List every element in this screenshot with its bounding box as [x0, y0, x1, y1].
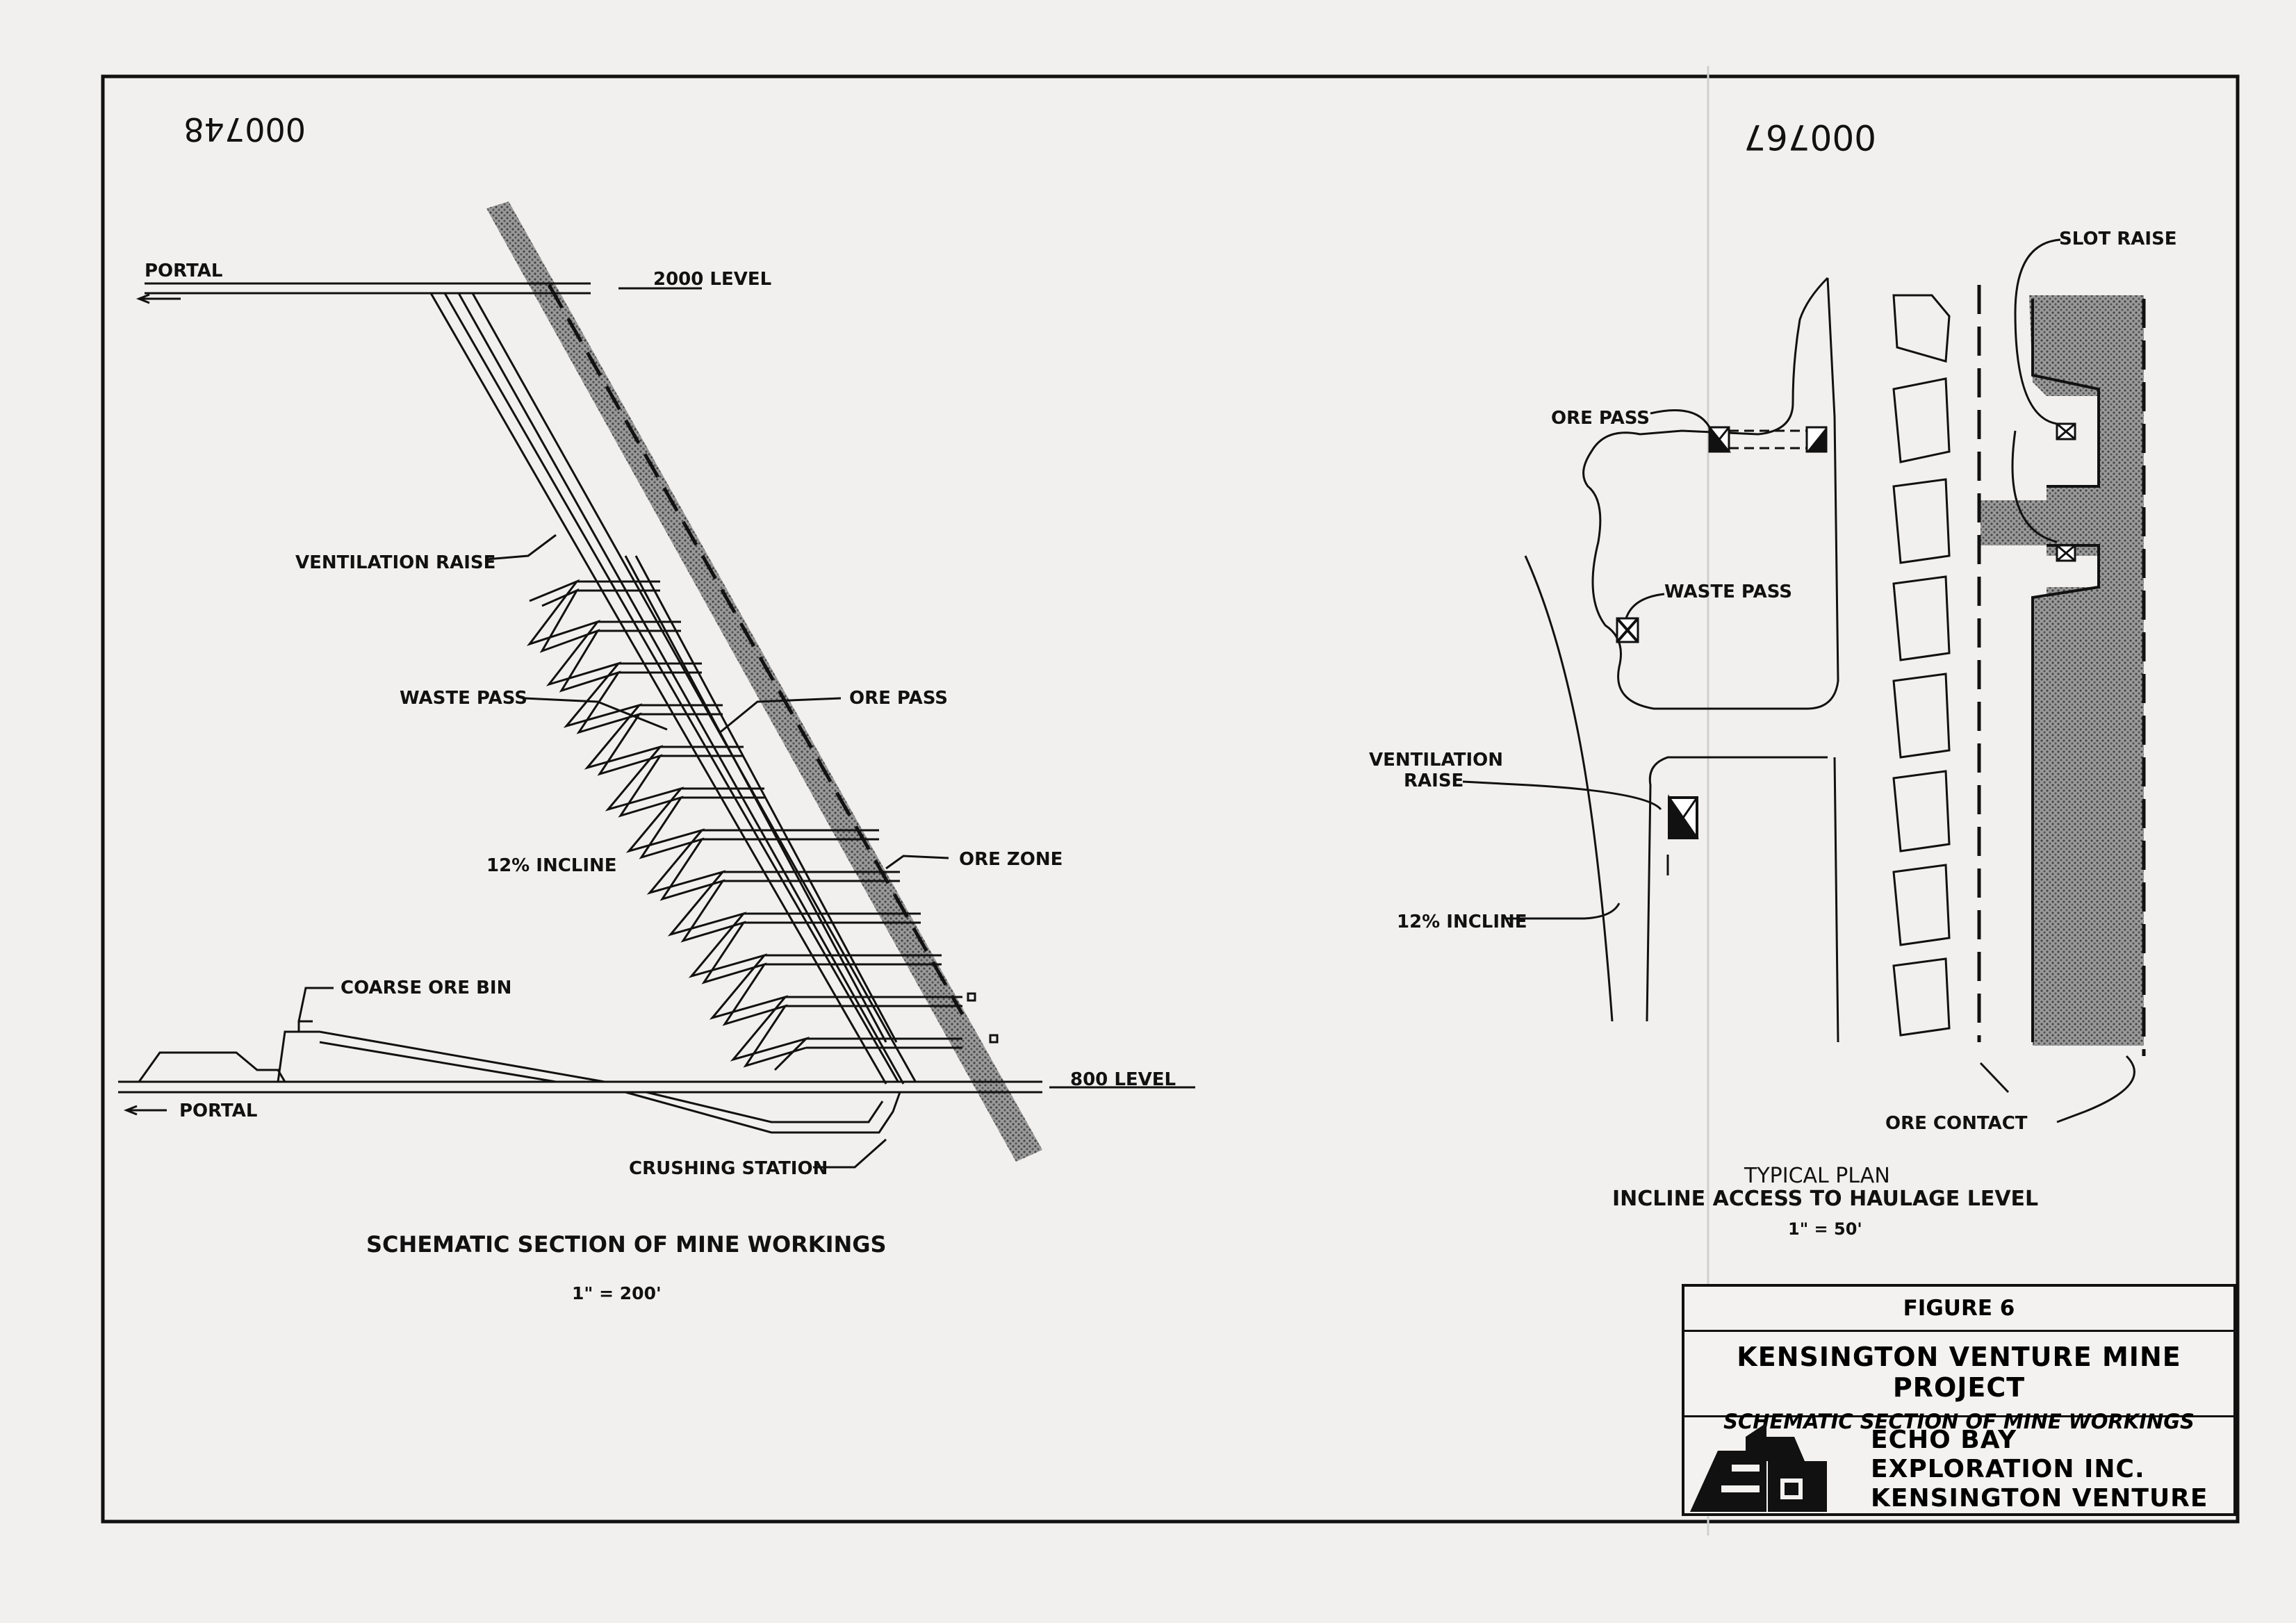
- ventilation-raise-symbol: [1668, 794, 1699, 839]
- label-ore-zone: ORE ZONE: [959, 849, 1063, 870]
- plan-title-line1: TYPICAL PLAN: [1744, 1164, 1890, 1188]
- mine-section-diagram: [118, 201, 1195, 1169]
- ore-zone-dashed-contact: [547, 283, 965, 1016]
- haulage-drift-outline: [1582, 277, 1839, 710]
- crushing-station: [625, 1091, 901, 1134]
- ore-body: [1981, 295, 2144, 1046]
- angled-stopes: [1892, 294, 1951, 1037]
- stamp-right: 000767: [1744, 117, 1876, 157]
- incline-zigzag-inner: [539, 588, 807, 1068]
- project-block: KENSINGTON VENTURE MINE PROJECT SCHEMATI…: [1684, 1332, 2233, 1433]
- ore-pass-symbol-right: [1805, 426, 1828, 453]
- plan-scale: 1" = 50': [1788, 1219, 1862, 1239]
- company-line-3: KENSINGTON VENTURE: [1871, 1484, 2208, 1513]
- incline-zigzag-outer: [526, 579, 810, 1071]
- ore-zone-band: [486, 201, 1042, 1162]
- coarse-ore-bin: [138, 1051, 286, 1082]
- label-plan-ventilation: VENTILATION: [1369, 750, 1503, 771]
- company-name: ECHO BAY EXPLORATION INC. KENSINGTON VEN…: [1871, 1426, 2208, 1513]
- plan-title-line2: INCLINE ACCESS TO HAULAGE LEVEL: [1612, 1187, 2038, 1211]
- label-ore-pass: ORE PASS: [849, 688, 948, 709]
- label-coarse-ore-bin: COARSE ORE BIN: [341, 978, 511, 998]
- label-plan-waste-pass: WASTE PASS: [1664, 582, 1792, 602]
- waste-pass-symbol: [1616, 617, 1639, 643]
- slot-raise-symbol-upper: [2056, 422, 2076, 440]
- crosscuts: [577, 580, 962, 1049]
- project-name: KENSINGTON VENTURE MINE PROJECT: [1737, 1342, 2181, 1403]
- company-block: ECHO BAY EXPLORATION INC. KENSINGTON VEN…: [1684, 1417, 2233, 1519]
- ore-pass-symbol: [1708, 424, 1732, 453]
- incline-boundary: [1524, 555, 1614, 1022]
- label-plan-ore-pass: ORE PASS: [1551, 408, 1650, 429]
- section-scale: 1" = 200': [572, 1283, 662, 1303]
- slot-raise-symbol-lower: [2056, 544, 2076, 562]
- company-line-1: ECHO BAY: [1871, 1426, 2017, 1454]
- label-portal-bottom: PORTAL: [179, 1101, 257, 1121]
- project-subtitle: SCHEMATIC SECTION OF MINE WORKINGS: [1723, 1410, 2195, 1433]
- label-ore-contact: ORE CONTACT: [1885, 1113, 2028, 1134]
- typical-plan-diagram: [1462, 238, 2146, 1123]
- waste-pass-raise: [624, 555, 887, 1043]
- label-waste-pass: WASTE PASS: [400, 688, 527, 709]
- label-12-incline: 12% INCLINE: [486, 855, 617, 876]
- company-line-2: EXPLORATION INC.: [1871, 1455, 2145, 1483]
- title-block: FIGURE 6 KENSINGTON VENTURE MINE PROJECT…: [1682, 1284, 2236, 1516]
- ore-pass-raise: [457, 293, 905, 1085]
- section-title: SCHEMATIC SECTION OF MINE WORKINGS: [366, 1231, 887, 1258]
- label-portal-top: PORTAL: [145, 261, 222, 281]
- label-plan-raise: RAISE: [1404, 771, 1463, 791]
- label-slot-raise: SLOT RAISE: [2059, 229, 2177, 249]
- label-2000-level: 2000 LEVEL: [653, 269, 771, 290]
- stamp-left: 000748: [183, 110, 306, 148]
- label-ventilation-raise: VENTILATION RAISE: [295, 552, 495, 573]
- label-crushing-station: CRUSHING STATION: [629, 1158, 828, 1179]
- figure-number: FIGURE 6: [1684, 1287, 2233, 1332]
- label-plan-incline: 12% INCLINE: [1397, 912, 1527, 932]
- sheet-border: [101, 74, 2240, 1524]
- ventilation-raise: [429, 293, 887, 1085]
- echo-bay-logo: [1690, 1423, 1827, 1512]
- label-800-level: 800 LEVEL: [1070, 1069, 1176, 1090]
